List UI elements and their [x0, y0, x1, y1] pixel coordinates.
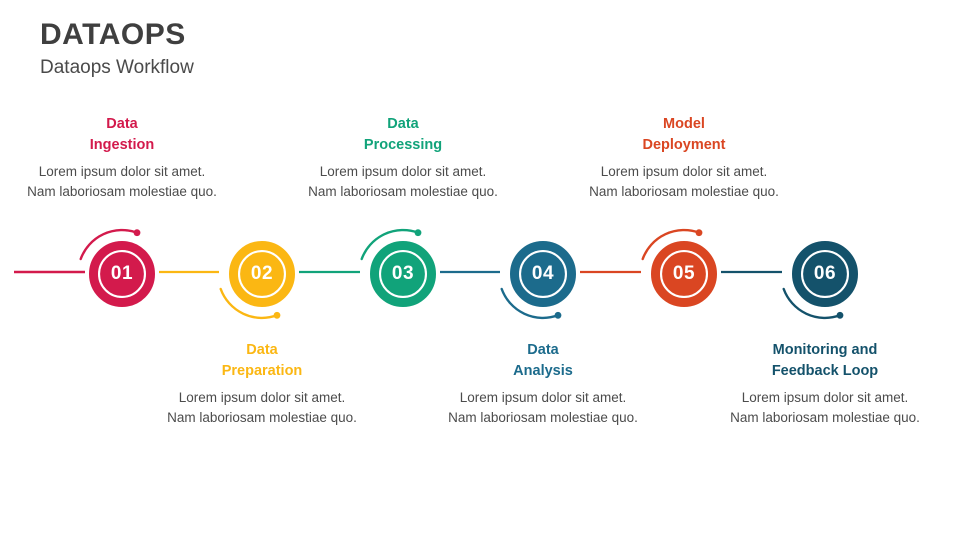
step-title-line-1: Model — [663, 116, 705, 132]
node-outer-ring[interactable] — [792, 241, 858, 307]
node-inner-hairline — [238, 250, 286, 298]
node-accent-arc — [641, 228, 701, 261]
node-outer-ring[interactable] — [370, 241, 436, 307]
node-accent-dot — [414, 229, 422, 237]
step-description: Lorem ipsum dolor sit amet. Nam laborios… — [730, 390, 920, 425]
node-outer-ring[interactable] — [229, 241, 295, 307]
node-accent-arc — [360, 228, 420, 261]
step-title-line-1: Monitoring and — [772, 342, 878, 358]
node-accent-arc — [219, 287, 279, 320]
node-disc[interactable] — [802, 251, 848, 297]
step-title-line-1: Data — [527, 342, 559, 358]
node-accent-arc — [782, 287, 842, 320]
step-title-line-2: Processing — [363, 137, 443, 154]
node-accent-dot — [554, 311, 562, 319]
node-accent-arcs — [79, 228, 844, 320]
step-description: Lorem ipsum dolor sit amet. Nam laborios… — [589, 164, 779, 199]
node-accent-dot — [273, 311, 281, 319]
node-disc[interactable] — [239, 251, 285, 297]
connector-lines — [14, 270, 782, 274]
step-title-line-2: Feedback Loop — [771, 363, 879, 380]
node-circles — [89, 241, 858, 307]
node-outer-ring[interactable] — [510, 241, 576, 307]
node-accent-arc — [500, 287, 560, 320]
step-title-line-2: Ingestion — [89, 137, 155, 154]
step-title-line-2: Deployment — [642, 137, 726, 154]
node-outer-ring[interactable] — [89, 241, 155, 307]
slide-header: DATAOPS Dataops Workflow — [40, 18, 640, 79]
step-description: Lorem ipsum dolor sit amet. Nam laborios… — [27, 164, 217, 199]
node-outer-ring[interactable] — [651, 241, 717, 307]
node-accent-dot — [836, 311, 844, 319]
node-inner-hairline — [98, 250, 146, 298]
node-accent-dot — [695, 229, 703, 237]
step-title-line-1: Data — [246, 342, 278, 358]
node-inner-hairline — [660, 250, 708, 298]
node-disc[interactable] — [661, 251, 707, 297]
node-disc[interactable] — [520, 251, 566, 297]
node-accent-arc — [79, 228, 139, 261]
step-title-line-1: Data — [106, 116, 138, 132]
step-description: Lorem ipsum dolor sit amet. Nam laborios… — [448, 390, 638, 425]
step-title-line-2: Analysis — [513, 363, 573, 380]
node-disc[interactable] — [99, 251, 145, 297]
step-description: Lorem ipsum dolor sit amet. Nam laborios… — [167, 390, 357, 425]
node-inner-hairline — [519, 250, 567, 298]
step-title-line-1: Data — [387, 116, 419, 132]
node-inner-hairline — [379, 250, 427, 298]
page-title: DATAOPS — [40, 18, 186, 51]
node-inner-hairline — [801, 250, 849, 298]
node-accent-dot — [133, 229, 141, 237]
step-description: Lorem ipsum dolor sit amet. Nam laborios… — [308, 164, 498, 199]
step-title-line-2: Preparation — [221, 363, 303, 380]
page-subtitle: Dataops Workflow — [40, 57, 194, 78]
node-disc[interactable] — [380, 251, 426, 297]
